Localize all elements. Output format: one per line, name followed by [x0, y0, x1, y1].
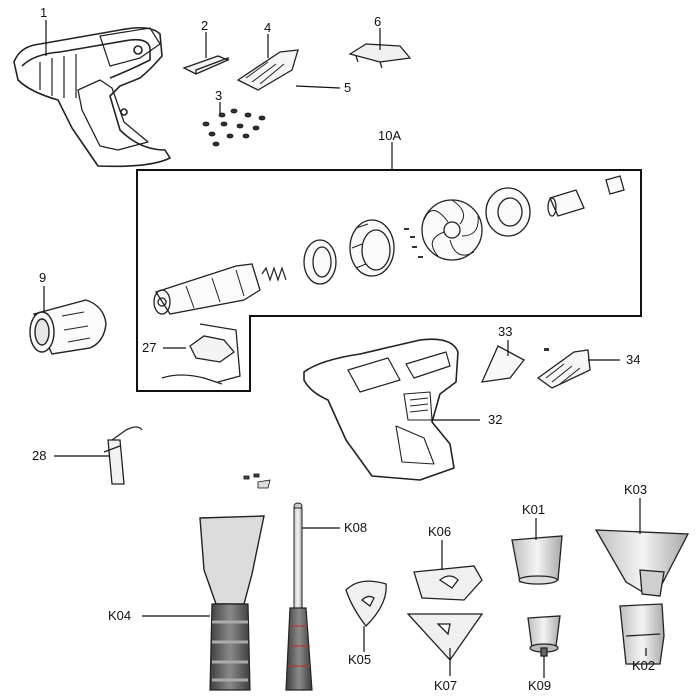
heating-element-assembly [153, 175, 625, 315]
label-part-28: 28 [32, 448, 46, 463]
label-part-33: 33 [498, 324, 512, 339]
label-part-2: 2 [201, 18, 208, 33]
part-9-nozzle-guard [29, 299, 107, 355]
part-4-grille [236, 49, 299, 91]
k03-flat-nozzle [594, 529, 690, 597]
label-part-4: 4 [264, 20, 271, 35]
part-33-plate [480, 345, 525, 383]
label-k02: K02 [632, 658, 655, 673]
label-k08: K08 [344, 520, 367, 535]
label-k09: K09 [528, 678, 551, 693]
label-part-3: 3 [215, 88, 222, 103]
leader-lines [43, 20, 647, 678]
k08-screwdriver [285, 502, 313, 691]
label-k05: K05 [348, 652, 371, 667]
k06-blade [413, 565, 483, 601]
frame-10a [136, 169, 642, 392]
part-34-grille [536, 348, 591, 389]
label-k06: K06 [428, 524, 451, 539]
part-27-switch [161, 323, 241, 385]
part-6-cover [348, 43, 412, 69]
label-k07: K07 [434, 678, 457, 693]
k07-blade [406, 613, 484, 662]
label-k03: K03 [624, 482, 647, 497]
label-k04: K04 [108, 608, 131, 623]
part-3-screws [202, 108, 266, 147]
part-1-housing-left [13, 26, 171, 168]
k05-blade [345, 580, 387, 627]
part-32-housing-right [303, 338, 459, 481]
part-28-hook [103, 426, 143, 485]
k02-reflector-nozzle [619, 603, 665, 665]
label-part-6: 6 [374, 14, 381, 29]
label-part-5: 5 [344, 80, 351, 95]
label-part-34: 34 [626, 352, 640, 367]
label-part-9: 9 [39, 270, 46, 285]
part-2-plate [182, 55, 230, 75]
label-part-32: 32 [488, 412, 502, 427]
small-clip [243, 473, 271, 489]
label-part-10a: 10A [378, 128, 401, 143]
k01-nozzle [511, 535, 563, 585]
k09-round-nozzle [527, 615, 561, 657]
label-k01: K01 [522, 502, 545, 517]
label-part-1: 1 [40, 5, 47, 20]
label-part-27: 27 [142, 340, 156, 355]
k04-scraper [199, 515, 265, 691]
